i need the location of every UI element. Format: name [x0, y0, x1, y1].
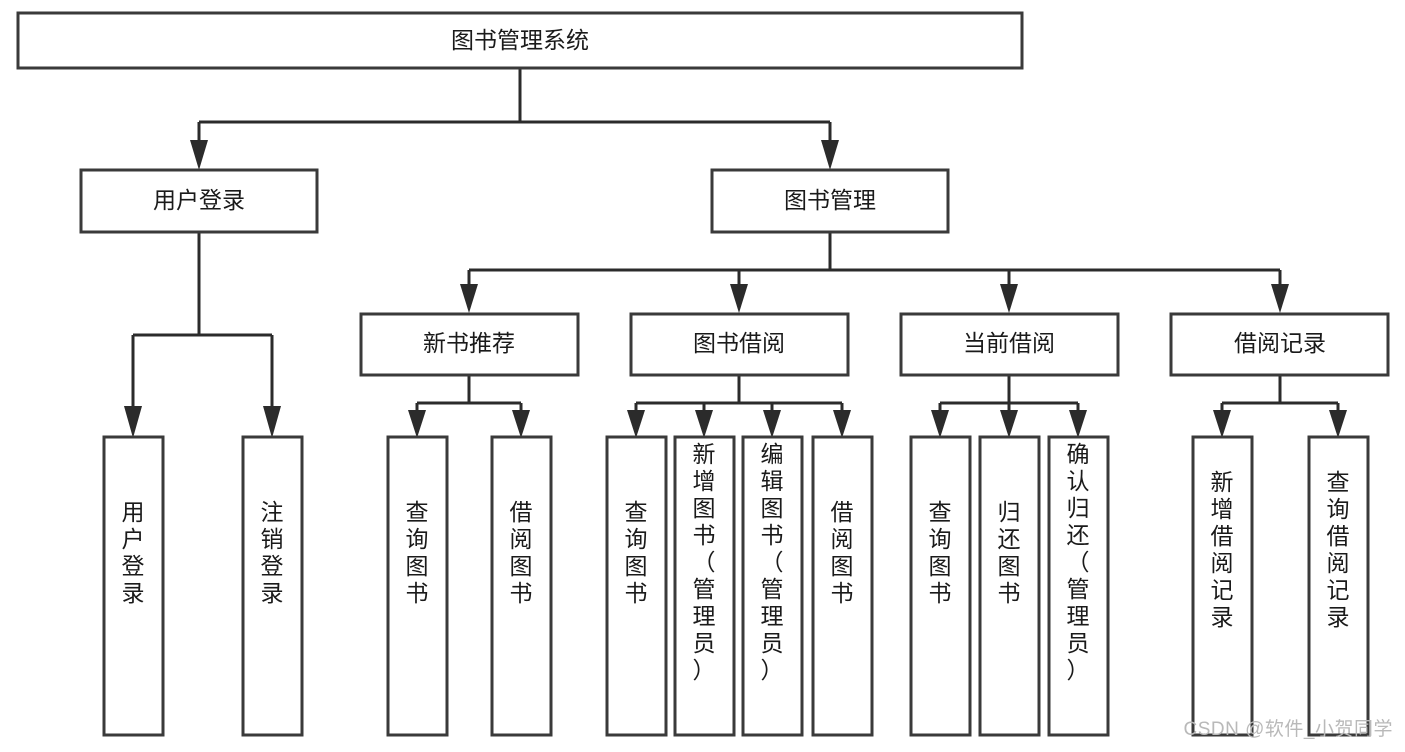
node-leaf-query-book-1[interactable]: 查询图书: [386, 435, 449, 737]
connector-group-book-borrow: [627, 375, 851, 438]
arrow-head-leaf-borrow-book-2: [833, 410, 851, 438]
arrow-head-book-borrow: [730, 284, 748, 313]
arrow-head-leaf-user-login: [124, 406, 142, 438]
node-leaf-add-record[interactable]: 新增借阅记录: [1191, 435, 1254, 737]
node-leaf-borrow-book-2-box[interactable]: [811, 435, 874, 737]
node-leaf-query-record-label: 查询借阅记录: [1327, 469, 1350, 630]
arrow-head-leaf-logout-login: [263, 406, 281, 438]
node-borrow-record-box[interactable]: [1169, 312, 1390, 377]
node-leaf-borrow-book-1[interactable]: 借阅图书: [490, 435, 553, 737]
arrow-head-leaf-confirm-return: [1069, 410, 1087, 438]
node-leaf-add-record-label: 新增借阅记录: [1211, 469, 1234, 630]
connector-group-current-borrow: [931, 375, 1087, 438]
node-current-borrow-label: 当前借阅: [963, 330, 1055, 356]
node-leaf-add-book-box[interactable]: [673, 435, 736, 737]
node-new-book-rec-label: 新书推荐: [423, 330, 515, 356]
arrow-head-leaf-borrow-book-1: [512, 410, 530, 438]
arrow-head-current-borrow: [1000, 284, 1018, 313]
node-leaf-query-book-3-label: 查询图书: [929, 499, 952, 606]
node-leaf-user-login-box[interactable]: [102, 435, 165, 737]
arrow-head-leaf-query-record: [1329, 410, 1347, 438]
connector-group-borrow-record: [1213, 375, 1347, 438]
node-leaf-edit-book-box[interactable]: [741, 435, 804, 737]
node-leaf-borrow-book-2[interactable]: 借阅图书: [811, 435, 874, 737]
node-leaf-borrow-book-1-label: 借阅图书: [510, 499, 533, 606]
node-book-borrow-box[interactable]: [629, 312, 850, 377]
node-leaf-add-book-label: 新增图书（管理员）: [693, 441, 716, 683]
node-leaf-return-book-box[interactable]: [978, 435, 1041, 737]
node-leaf-add-book[interactable]: 新增图书（管理员）: [673, 435, 736, 737]
arrow-head-leaf-edit-book: [763, 410, 781, 438]
node-leaf-return-book-label: 归还图书: [998, 499, 1021, 606]
node-book-borrow[interactable]: 图书借阅: [629, 312, 850, 377]
node-root-label: 图书管理系统: [451, 27, 589, 53]
node-leaf-logout-login[interactable]: 注销登录: [241, 435, 304, 737]
node-leaf-query-book-3-box[interactable]: [909, 435, 972, 737]
node-leaf-query-book-1-box[interactable]: [386, 435, 449, 737]
connector-group-root: [190, 68, 839, 170]
node-current-borrow-box[interactable]: [899, 312, 1120, 377]
node-leaf-user-login[interactable]: 用户登录: [102, 435, 165, 737]
node-borrow-record-label: 借阅记录: [1234, 330, 1326, 356]
node-root[interactable]: 图书管理系统: [16, 11, 1024, 70]
node-new-book-rec[interactable]: 新书推荐: [359, 312, 580, 377]
arrow-head-user-login: [190, 140, 208, 170]
node-book-manage-box[interactable]: [710, 168, 950, 234]
node-leaf-confirm-return[interactable]: 确认归还（管理员）: [1047, 435, 1110, 737]
node-leaf-query-book-1-label: 查询图书: [406, 499, 429, 606]
node-user-login-label: 用户登录: [153, 187, 245, 213]
node-leaf-query-book-2[interactable]: 查询图书: [605, 435, 668, 737]
node-book-manage[interactable]: 图书管理: [710, 168, 950, 234]
node-leaf-logout-login-box[interactable]: [241, 435, 304, 737]
node-leaf-query-book-2-box[interactable]: [605, 435, 668, 737]
node-leaf-edit-book-label: 编辑图书（管理员）: [761, 441, 784, 683]
node-leaf-logout-login-label: 注销登录: [261, 499, 284, 606]
node-leaf-user-login-label: 用户登录: [122, 499, 145, 606]
node-leaf-confirm-return-box[interactable]: [1047, 435, 1110, 737]
node-leaf-return-book[interactable]: 归还图书: [978, 435, 1041, 737]
node-current-borrow[interactable]: 当前借阅: [899, 312, 1120, 377]
node-new-book-rec-box[interactable]: [359, 312, 580, 377]
arrow-head-leaf-query-book-1: [408, 410, 426, 438]
node-leaf-query-book-3[interactable]: 查询图书: [909, 435, 972, 737]
node-leaf-query-record[interactable]: 查询借阅记录: [1307, 435, 1370, 737]
arrow-head-leaf-query-book-3: [931, 410, 949, 438]
node-root-box[interactable]: [16, 11, 1024, 70]
arrow-head-leaf-return-book: [1000, 410, 1018, 438]
connector-group-new-book-rec: [408, 375, 530, 438]
arrow-head-leaf-add-record: [1213, 410, 1231, 438]
node-leaf-add-record-box[interactable]: [1191, 435, 1254, 737]
arrow-head-leaf-query-book-2: [627, 410, 645, 438]
node-book-manage-label: 图书管理: [784, 187, 876, 213]
node-leaf-query-record-box[interactable]: [1307, 435, 1370, 737]
node-leaf-borrow-book-1-box[interactable]: [490, 435, 553, 737]
connector-group-book-manage: [460, 232, 1289, 313]
arrow-head-borrow-record: [1271, 284, 1289, 313]
node-leaf-confirm-return-label: 确认归还（管理员）: [1067, 441, 1090, 683]
node-leaf-edit-book[interactable]: 编辑图书（管理员）: [741, 435, 804, 737]
connector-group-user-login: [124, 232, 281, 438]
node-book-borrow-label: 图书借阅: [693, 330, 785, 356]
arrow-head-new-book-rec: [460, 284, 478, 313]
node-user-login[interactable]: 用户登录: [79, 168, 319, 234]
node-leaf-borrow-book-2-label: 借阅图书: [831, 499, 854, 606]
node-borrow-record[interactable]: 借阅记录: [1169, 312, 1390, 377]
node-leaf-query-book-2-label: 查询图书: [625, 499, 648, 606]
arrow-head-leaf-add-book: [695, 410, 713, 438]
arrow-head-book-manage: [821, 140, 839, 170]
csdn-watermark: CSDN @软件_小贺同学: [1183, 719, 1393, 740]
node-user-login-box[interactable]: [79, 168, 319, 234]
